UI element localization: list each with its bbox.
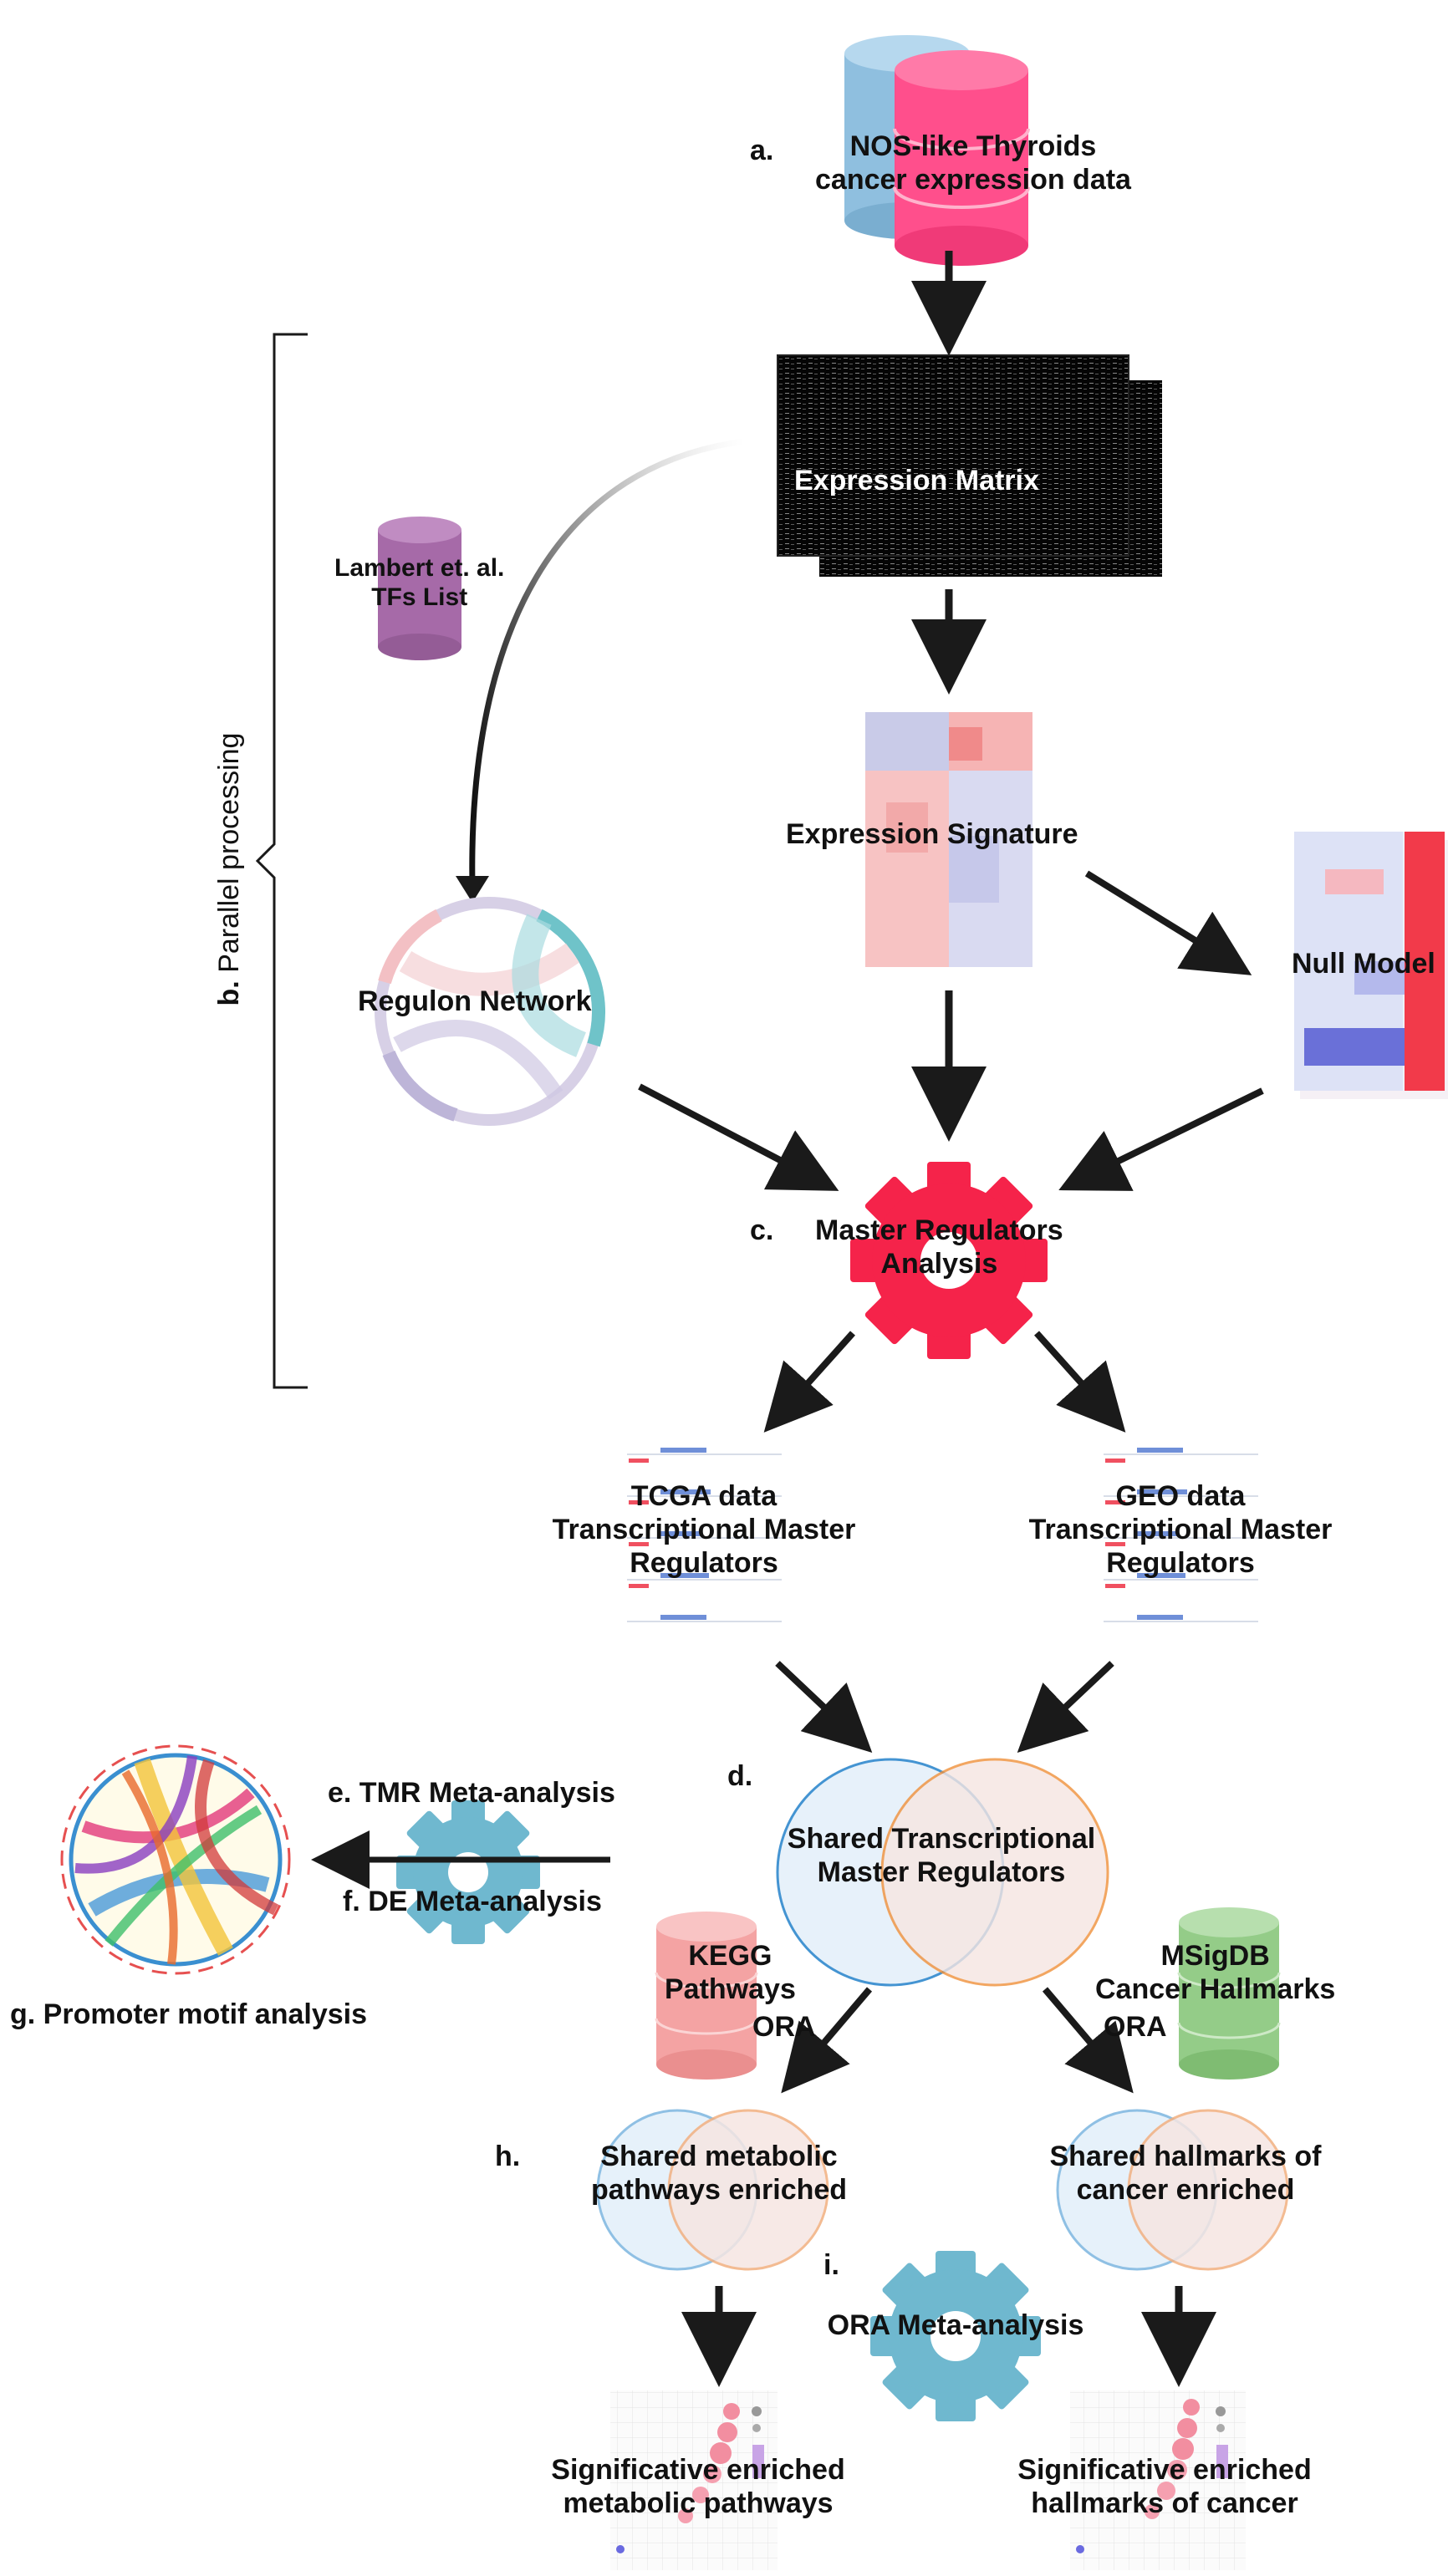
tf-list-label: Lambert et. al. TFs List — [334, 553, 504, 613]
expression-signature-heatmap — [865, 712, 1032, 967]
sig-metabolic-line-1: Significative enriched — [551, 2454, 845, 2486]
metabolic-dot-plot — [610, 2390, 778, 2570]
geo-tmr-label: GEO data Transcriptional Master Regulato… — [1029, 1479, 1333, 1580]
ora-meta-gear-icon — [870, 2251, 1041, 2421]
step-a-label: a. — [750, 135, 774, 166]
shared-hallmarks-line-2: cancer enriched — [1076, 2174, 1295, 2207]
master-regulators-label: Master Regulators Analysis — [815, 1214, 1063, 1280]
tf-list-line-2: TFs List — [371, 583, 468, 612]
parallel-processing-bracket — [255, 333, 308, 1389]
ora-right-label: ORA — [1104, 2011, 1167, 2043]
step-i-label: i. — [823, 2249, 839, 2281]
source-data-label: NOS-like Thyroids cancer expression data — [815, 130, 1131, 196]
arrow-shared-to-metabolic — [781, 1987, 873, 2094]
step-h-label: h. — [495, 2141, 521, 2172]
expression-matrix-image — [777, 354, 1162, 577]
geo-results-table — [1099, 1442, 1262, 1630]
arrow-geo-to-shared — [1017, 1661, 1114, 1753]
metabolic-venn — [596, 2109, 829, 2271]
source-data-line-2: cancer expression data — [815, 164, 1131, 196]
tf-list-database-icon — [378, 517, 461, 660]
shared-metabolic-label: Shared metabolic pathways enriched — [591, 2140, 847, 2207]
arrow-shared-to-hallmarks — [1042, 1987, 1134, 2094]
hallmarks-dot-plot — [1070, 2390, 1246, 2570]
arrow-mra-to-geo — [1034, 1331, 1126, 1433]
null-model-heatmap — [1294, 832, 1448, 1099]
shared-hallmarks-line-1: Shared hallmarks of — [1049, 2141, 1322, 2172]
tcga-tmr-label: TCGA data Transcriptional Master Regulat… — [553, 1479, 856, 1580]
tcga-line-3: Regulators — [630, 1547, 778, 1580]
sig-hallmarks-label: Significative enriched hallmarks of canc… — [1017, 2453, 1311, 2520]
shared-tmr-venn — [776, 1758, 1109, 1987]
mra-line-1: Master Regulators — [815, 1214, 1063, 1246]
hallmarks-venn — [1056, 2109, 1289, 2271]
ora-meta-label: ORA Meta-analysis — [827, 2309, 1084, 2341]
shared-tmr-line-2: Master Regulators — [817, 1856, 1066, 1889]
step-b-label: b. — [212, 980, 245, 1006]
sig-metabolic-label: Significative enriched metabolic pathway… — [551, 2453, 844, 2520]
arrow-signature-to-null — [1084, 870, 1252, 975]
tmr-meta-label: e. TMR Meta-analysis — [328, 1777, 615, 1809]
geo-line-1: GEO data — [1115, 1480, 1246, 1512]
kegg-label: KEGG Pathways — [665, 1939, 796, 2006]
expression-signature-label: Expression Signature — [786, 818, 1078, 850]
arrow-tcga-to-shared — [775, 1661, 873, 1753]
sig-hallmarks-line-1: Significative enriched — [1017, 2454, 1312, 2486]
msigdb-label: MSigDB Cancer Hallmarks — [1095, 1939, 1335, 2006]
database-icon — [844, 35, 1030, 266]
parallel-processing-text: Parallel processing — [212, 732, 245, 973]
step-c-label: c. — [750, 1214, 774, 1246]
kegg-line-1: KEGG — [688, 1940, 772, 1972]
step-d-label: d. — [727, 1760, 753, 1792]
msigdb-line-2: Cancer Hallmarks — [1095, 1973, 1336, 2006]
msigdb-database-icon — [1177, 1907, 1281, 2080]
geo-line-3: Regulators — [1106, 1547, 1255, 1580]
null-model-label: Null Model — [1292, 948, 1435, 980]
regulon-network-label: Regulon Network — [358, 985, 592, 1017]
geo-line-2: Transcriptional Master — [1028, 1514, 1333, 1546]
shared-tmr-label: Shared Transcriptional Master Regulators — [788, 1822, 1095, 1889]
shared-metabolic-line-2: pathways enriched — [590, 2174, 848, 2207]
parallel-processing-label: b. Parallel processing — [212, 733, 246, 1006]
de-meta-label: f. DE Meta-analysis — [343, 1886, 602, 1917]
shared-hallmarks-label: Shared hallmarks of cancer enriched — [1049, 2140, 1321, 2207]
arrow-null-to-mra — [1058, 1087, 1264, 1191]
promoter-motif-label: g. Promoter motif analysis — [10, 1998, 367, 2030]
source-data-line-1: NOS-like Thyroids — [849, 130, 1097, 162]
regulon-network-icon — [375, 897, 605, 1126]
kegg-line-2: Pathways — [665, 1973, 796, 2006]
sig-metabolic-line-2: metabolic pathways — [563, 2487, 834, 2520]
mra-line-2: Analysis — [880, 1248, 998, 1280]
tcga-line-1: TCGA data — [630, 1480, 778, 1512]
promoter-motif-circos — [60, 1744, 291, 1975]
tcga-results-table — [623, 1442, 786, 1630]
expression-matrix-label: Expression Matrix — [794, 465, 1039, 496]
msigdb-line-1: MSigDB — [1160, 1940, 1270, 1972]
shared-tmr-line-1: Shared Transcriptional — [787, 1823, 1096, 1855]
arrow-matrix-to-regulon — [469, 438, 745, 887]
ora-left-label: ORA — [752, 2011, 816, 2043]
sig-hallmarks-line-2: hallmarks of cancer — [1031, 2487, 1298, 2520]
tf-list-line-1: Lambert et. al. — [334, 554, 505, 582]
shared-metabolic-line-1: Shared metabolic — [600, 2141, 838, 2172]
arrow-regulon-to-mra — [638, 1083, 839, 1191]
arrowhead-regulon — [456, 876, 489, 903]
master-regulators-gear-icon — [850, 1162, 1048, 1359]
kegg-database-icon — [655, 1912, 758, 2080]
meta-analysis-gear-icon — [396, 1800, 540, 1944]
arrow-mra-to-tcga — [763, 1331, 855, 1433]
tcga-line-2: Transcriptional Master — [552, 1514, 856, 1546]
